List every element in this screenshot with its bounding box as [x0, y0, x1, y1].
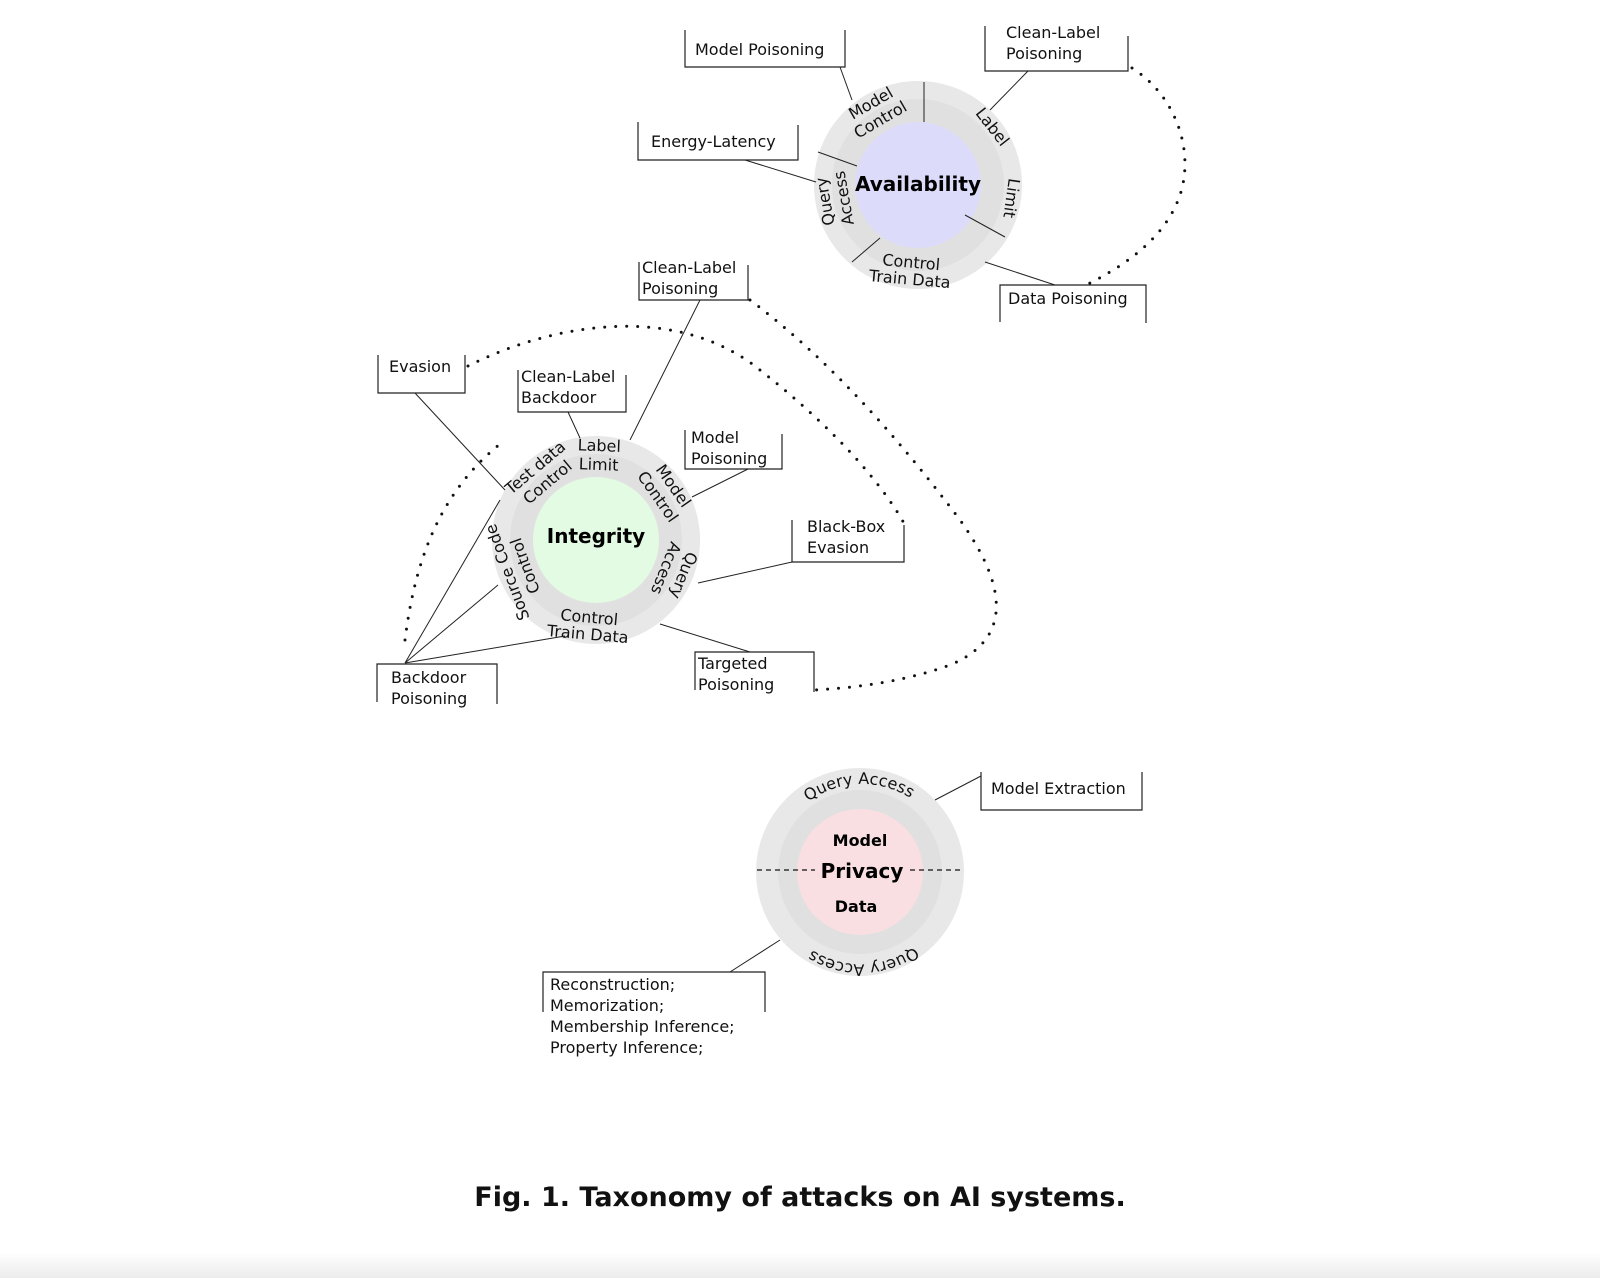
box-targeted-poisoning-2: Poisoning — [698, 675, 774, 694]
availability-cluster: Availability Model Control Label Limit T… — [637, 23, 1187, 323]
integrity-title: Integrity — [547, 524, 645, 548]
box-privacy-attack-3: Membership Inference; — [550, 1017, 735, 1036]
box-data-poisoning: Data Poisoning — [1008, 289, 1128, 308]
privacy-data-label: Data — [835, 897, 878, 916]
box-privacy-attack-1: Reconstruction; — [550, 975, 675, 994]
box-model-poisoning-avail: Model Poisoning — [695, 40, 824, 59]
box-clean-label-poisoning-avail-1: Clean-Label — [1006, 23, 1100, 42]
availability-core — [855, 122, 981, 248]
integ-ring-limit: Limit — [578, 454, 618, 474]
poisoning-dotted-link — [748, 298, 998, 692]
integrity-cluster: Integrity Label Limit Model Control Quer… — [376, 258, 998, 708]
box-model-poisoning-integ-2: Poisoning — [691, 449, 767, 468]
box-model-extraction: Model Extraction — [991, 779, 1126, 798]
integ-ring-train-control: Control — [560, 605, 619, 629]
box-energy-latency: Energy-Latency — [651, 132, 776, 151]
box-targeted-poisoning-1: Targeted — [697, 654, 768, 673]
box-black-box-evasion-2: Evasion — [807, 538, 869, 557]
privacy-model-label: Model — [833, 831, 888, 850]
box-clean-label-backdoor-1: Clean-Label — [521, 367, 615, 386]
availability-title: Availability — [855, 172, 981, 196]
availability-dotted-link — [1086, 66, 1187, 286]
privacy-title: Privacy — [821, 859, 904, 883]
bottom-bar — [0, 1252, 1600, 1278]
figure-caption: Fig. 1. Taxonomy of attacks on AI system… — [474, 1182, 1126, 1213]
integ-ring-label: Label — [577, 435, 621, 455]
box-clean-label-poisoning-integ-2: Poisoning — [642, 279, 718, 298]
evasion-dotted-link — [466, 324, 907, 527]
box-backdoor-poisoning-2: Poisoning — [391, 689, 467, 708]
privacy-cluster: Model Privacy Data Query Access Query Ac… — [542, 768, 1143, 1057]
avail-ring-train-control: Control — [882, 250, 941, 274]
box-privacy-attack-2: Memorization; — [550, 996, 664, 1015]
box-black-box-evasion-1: Black-Box — [807, 517, 885, 536]
box-clean-label-poisoning-avail-2: Poisoning — [1006, 44, 1082, 63]
box-evasion: Evasion — [389, 357, 451, 376]
box-privacy-attack-4: Property Inference; — [550, 1038, 703, 1057]
box-clean-label-poisoning-integ-1: Clean-Label — [642, 258, 736, 277]
integrity-core — [533, 477, 659, 603]
box-model-poisoning-integ-1: Model — [691, 428, 739, 447]
box-backdoor-poisoning-1: Backdoor — [391, 668, 467, 687]
box-clean-label-backdoor-2: Backdoor — [521, 388, 597, 407]
